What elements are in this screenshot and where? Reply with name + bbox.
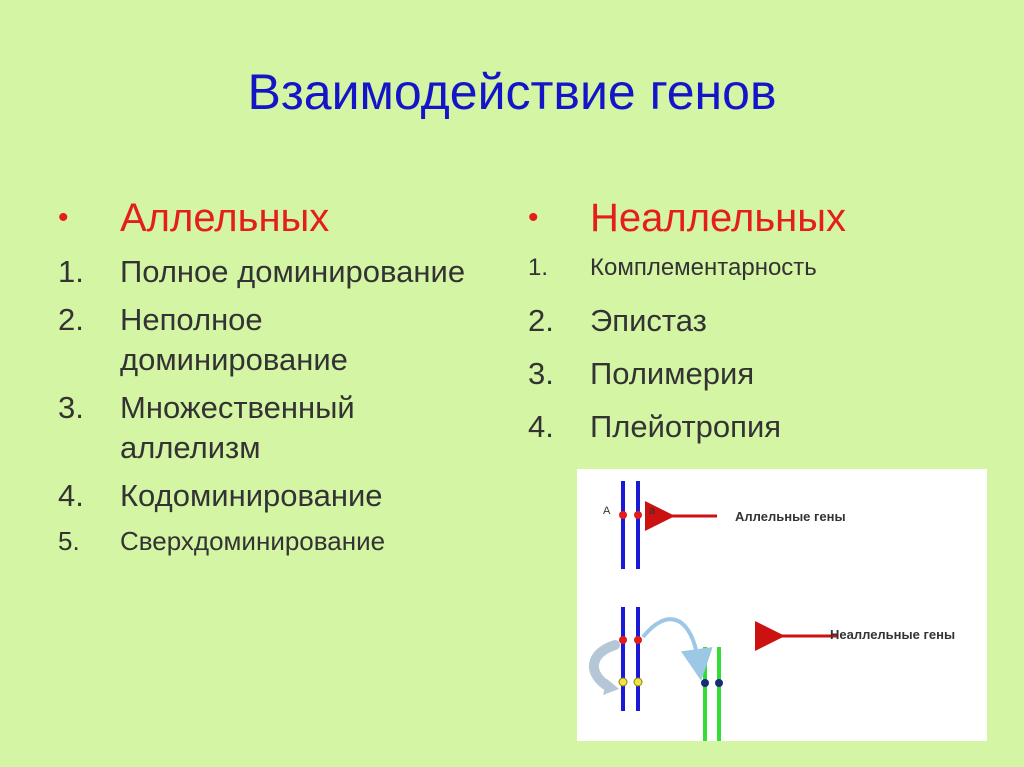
list-item-text: Полное доминирование [120,254,466,289]
bullet-icon: • [528,201,539,234]
nonallelic-heading-text: Неаллельных [590,196,846,240]
allelic-heading: • Аллельных [58,192,498,244]
list-item-number: 3. [58,390,84,425]
gene-dot [619,636,627,644]
nonallelic-chromosomes [588,607,837,741]
arrow-head-icon [603,679,619,695]
gene-dot [634,636,642,644]
list-item: 2. Неполное доминирование [58,300,498,380]
list-item-number: 5. [58,526,80,556]
list-item-text: Кодоминирование [120,478,383,513]
list-item-number: 4. [528,409,554,444]
list-item-text: Полимерия [590,356,755,391]
list-item-text: Комплементарность [590,254,817,281]
list-item: 2. Эпистаз [528,301,968,341]
nonallelic-list: 1. Комплементарность 2. Эпистаз 3. Полим… [528,248,968,447]
list-item-text: Эпистаз [590,303,707,338]
list-item: 3. Полимерия [528,354,968,394]
interaction-arrow [588,640,620,692]
gene-diagram-drawing [588,481,837,741]
allelic-chromosomes [619,481,717,569]
list-item-text: Множественный аллелизм [120,390,355,465]
slide-title: Взаимодействие генов [247,64,777,120]
list-item-number: 2. [528,303,554,338]
allele-dot [619,511,627,519]
list-item: 4. Кодоминирование [58,476,498,516]
list-item: 3. Множественный аллелизм [58,388,498,468]
interaction-arrow [641,617,713,681]
list-item: 5. Сверхдоминирование [58,524,498,558]
allelic-heading-text: Аллельных [120,196,330,240]
list-item-number: 1. [58,254,84,289]
gene-dot [618,677,628,687]
allele-big-label: A [603,505,611,517]
nonallelic-heading: • Неаллельных [528,192,968,244]
allelic-genes-label: Аллельные гены [735,509,846,524]
allele-dot [634,511,642,519]
gene-dot [715,679,723,687]
list-item-text: Плейотропия [590,409,782,444]
allele-small-label: a [649,505,656,517]
bullet-icon: • [58,201,69,234]
gene-diagram: A a Аллельные гены Неаллельные гены [577,469,987,741]
list-item: 4. Плейотропия [528,407,968,447]
list-item: 1. Комплементарность [528,248,968,288]
gene-dot [633,677,643,687]
nonallelic-genes-label: Неаллельные гены [830,627,956,642]
list-item-text: Сверхдоминирование [120,526,386,556]
list-item-number: 4. [58,478,84,513]
list-item-number: 2. [58,302,84,337]
allelic-column: • Аллельных 1. Полное доминирование 2. Н… [58,192,498,566]
list-item: 1. Полное доминирование [58,252,498,292]
list-item-number: 3. [528,356,554,391]
gene-dot [701,679,709,687]
list-item-number: 1. [528,254,549,281]
list-item-text: Неполное доминирование [120,302,348,377]
nonallelic-column: • Неаллельных 1. Комплементарность 2. Эп… [528,192,968,460]
allelic-list: 1. Полное доминирование 2. Неполное доми… [58,252,498,558]
